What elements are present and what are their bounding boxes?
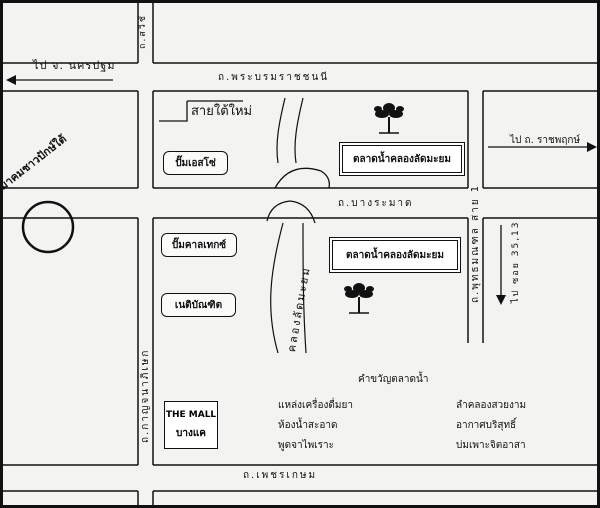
sai-tai-mai-marker: [159, 101, 188, 122]
bridge: [274, 167, 330, 189]
nadi-building: เนติบัณฑิต: [161, 293, 236, 317]
esso-station: ปั๊มเอสโซ่: [163, 151, 228, 175]
road-label-phra-borom: ถ.พระบรมราชชนนี: [218, 72, 330, 83]
motto-right-3: บ่มเพาะจิตอาสา: [456, 440, 526, 451]
canal-bank: [276, 97, 286, 164]
canal-bank: [270, 222, 284, 354]
road-label-phutthamonthon: ถ.พุทธมณฑล สาย 1: [470, 183, 481, 303]
mall-branch: บางแค: [176, 428, 206, 439]
road-label-bang-ramat: ถ.บางระมาด: [338, 198, 414, 209]
caltex-station: ปั๊มคาลเทกซ์: [161, 233, 237, 257]
arrow-icon: [6, 75, 113, 85]
road-label-top: ถ.สวีชั: [138, 14, 148, 49]
tree-icon: [374, 103, 404, 134]
motto-right-2: อากาศบริสุทธิ์: [456, 420, 517, 431]
motto-left-1: แหล่งเครื่องดื่มยา: [278, 400, 353, 411]
arrow-icon: [488, 142, 597, 152]
motto-title: คำขวัญตลาดน้ำ: [358, 374, 429, 385]
canal-bank: [302, 222, 307, 354]
arrow-icon: [496, 225, 506, 305]
sai-tai-mai-label: สายใต้ใหม่: [191, 104, 253, 119]
floating-market-north: ตลาดน้ำคลองลัดมะยม: [339, 142, 465, 176]
direction-soi: ไป ซอย 35,13: [511, 220, 521, 303]
direction-ratchaphruek: ไป ถ. ราชพฤกษ์: [510, 135, 581, 146]
tree-icon: [344, 283, 374, 314]
motto-right-1: ลำคลองสวยงาม: [456, 400, 527, 411]
road-label-kanchanaphisek: ถ.กาญจนาภิเษก: [140, 348, 151, 443]
mall-name: THE MALL: [165, 410, 217, 420]
the-mall-bangkae: THE MALL บางแค: [164, 401, 218, 449]
bridge: [266, 200, 316, 224]
direction-nakhon-pathom: ไป จ. นครปฐม: [33, 59, 116, 72]
floating-market-south: ตลาดน้ำคลองลัดมะยม: [329, 237, 461, 273]
association-circle: [21, 200, 75, 254]
canal-bank: [294, 97, 304, 164]
motto-left-3: พูดจาไพเราะ: [278, 440, 334, 451]
motto-left-2: ห้องน้ำสะอาด: [278, 420, 338, 431]
road-label-phetkasem: ถ.เพชรเกษม: [243, 470, 318, 481]
road-network: [3, 3, 597, 505]
